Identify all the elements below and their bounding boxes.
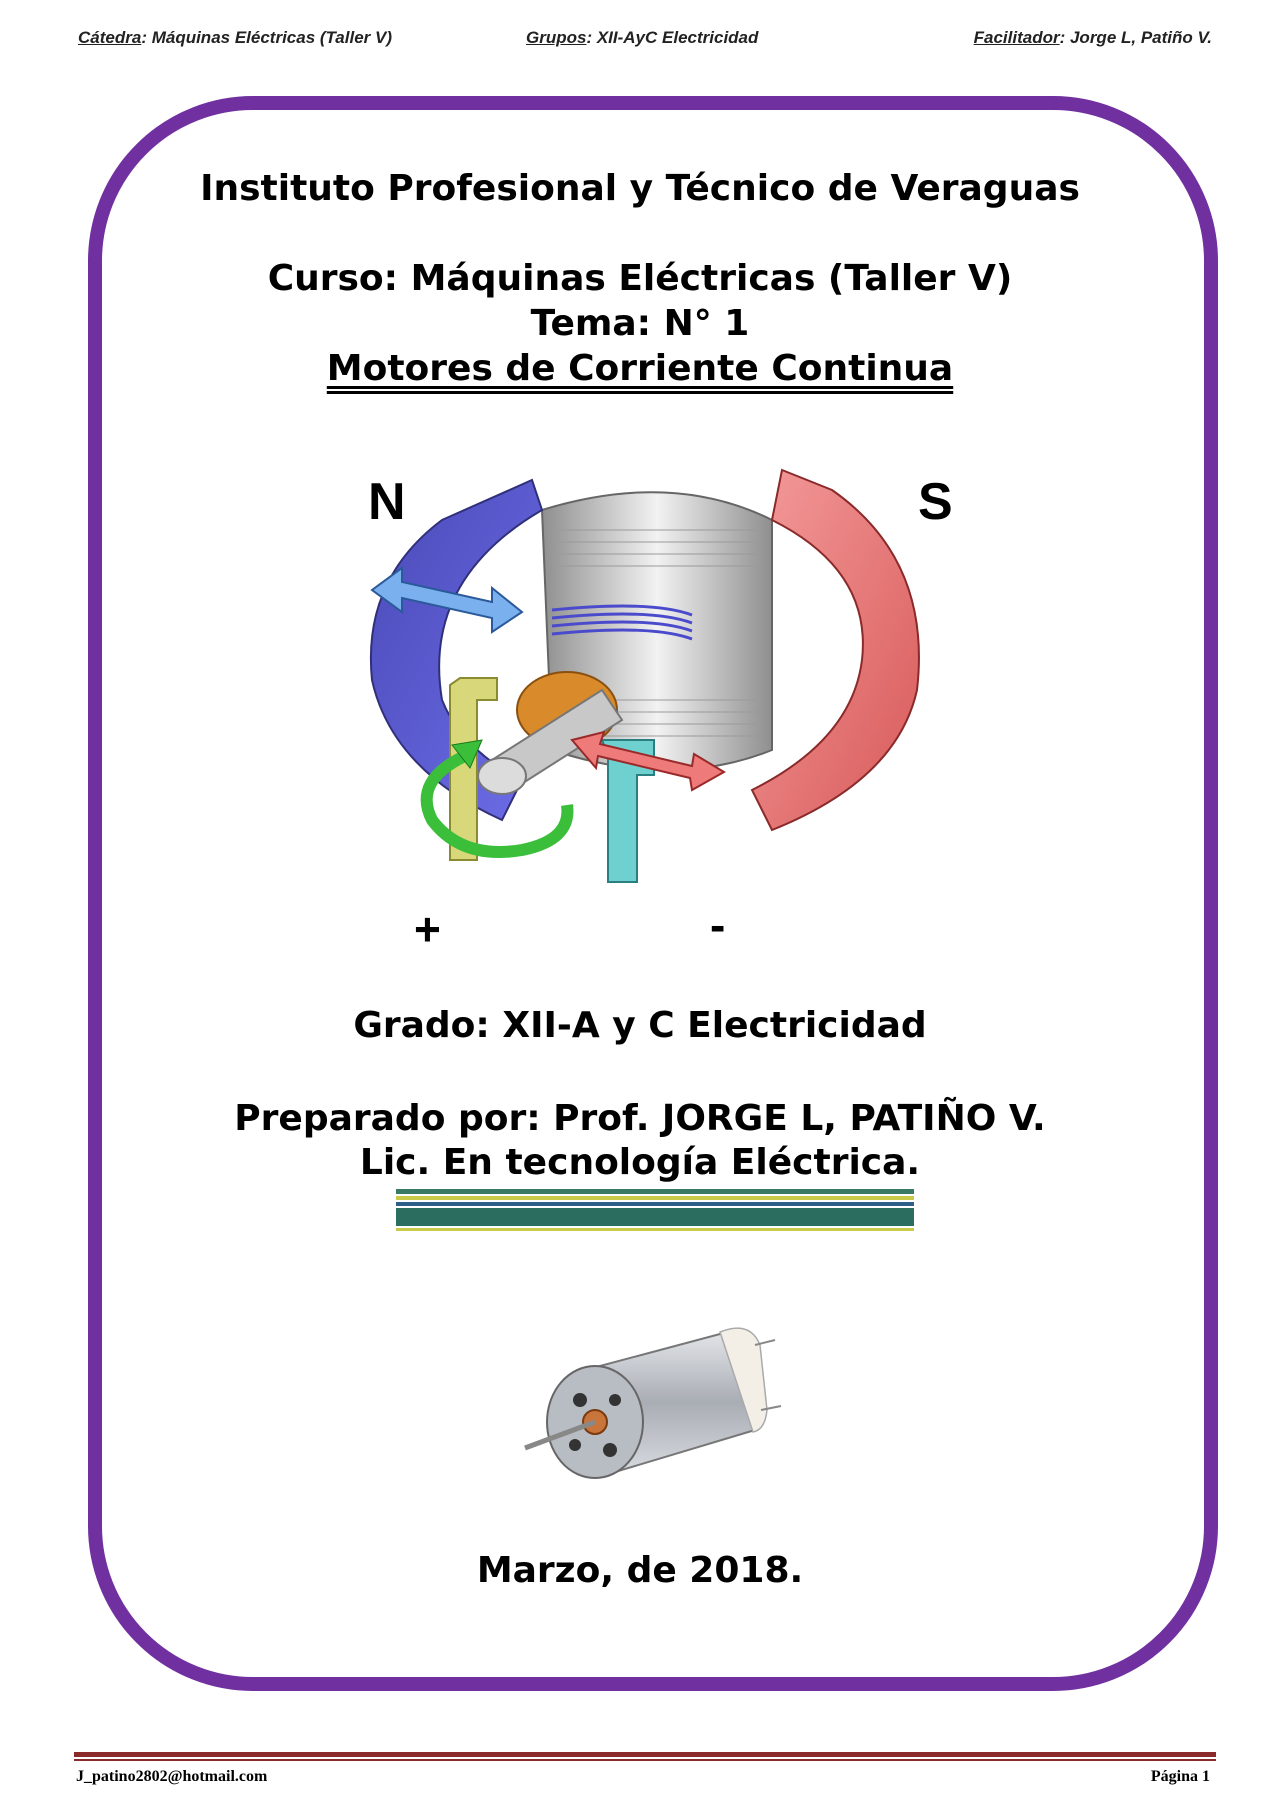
minus-label: -	[710, 899, 726, 951]
brush-negative	[600, 739, 655, 883]
decorative-bar	[396, 1228, 914, 1231]
header-catedra: Cátedra: Máquinas Eléctricas (Taller V)	[78, 28, 392, 48]
footer-page-number: Página 1	[1150, 1768, 1210, 1785]
brush-positive	[449, 677, 498, 861]
rotation-arrow	[420, 749, 574, 858]
header-facilitador-value: : Jorge L, Patiño V.	[1059, 28, 1212, 47]
footer-rule	[74, 1752, 1216, 1757]
subject-line: Motores de Corriente Continua	[0, 348, 1280, 389]
topic-line: Tema: N° 1	[530, 303, 750, 344]
flux-arrow-red	[570, 730, 726, 792]
south-label: S	[918, 473, 953, 531]
armature-winding	[551, 604, 693, 641]
flux-arrow-blue	[370, 566, 524, 634]
decorative-bar	[396, 1196, 914, 1200]
small-dc-motor-image	[524, 1327, 782, 1479]
south-pole	[750, 468, 920, 832]
page-header: Cátedra: Máquinas Eléctricas (Taller V) …	[0, 28, 1280, 56]
decorative-bar	[396, 1189, 914, 1194]
header-grupos-value: : XII-AyC Electricidad	[586, 28, 759, 47]
date-line: Marzo, de 2018.	[476, 1550, 804, 1591]
decorative-bar	[396, 1202, 914, 1206]
decorative-bar	[396, 1208, 914, 1226]
footer-rule	[74, 1759, 1216, 1761]
course-line: Curso: Máquinas Eléctricas (Taller V)	[267, 258, 1013, 299]
header-grupos-key: Grupos	[526, 28, 587, 47]
dc-motor-diagram	[369, 468, 920, 883]
header-catedra-value: : Máquinas Eléctricas (Taller V)	[141, 28, 392, 47]
cover-frame	[88, 96, 1218, 1691]
plus-label: +	[414, 903, 441, 955]
header-grupos: Grupos: XII-AyC Electricidad	[526, 28, 758, 48]
header-catedra-key: Cátedra	[78, 28, 142, 47]
header-facilitador-key: Facilitador	[973, 28, 1060, 47]
subject-text: Motores de Corriente Continua	[326, 348, 954, 389]
north-label: N	[368, 473, 406, 531]
degree-line: Lic. En tecnología Eléctrica.	[359, 1142, 921, 1183]
institution-title: Instituto Profesional y Técnico de Verag…	[200, 168, 1080, 209]
prepared-by-line: Preparado por: Prof. JORGE L, PATIÑO V.	[234, 1098, 1046, 1139]
grade-line: Grado: XII-A y C Electricidad	[353, 1005, 927, 1046]
footer-email: J_patino2802@hotmail.com	[76, 1768, 268, 1785]
header-facilitador: Facilitador: Jorge L, Patiño V.	[974, 28, 1212, 48]
